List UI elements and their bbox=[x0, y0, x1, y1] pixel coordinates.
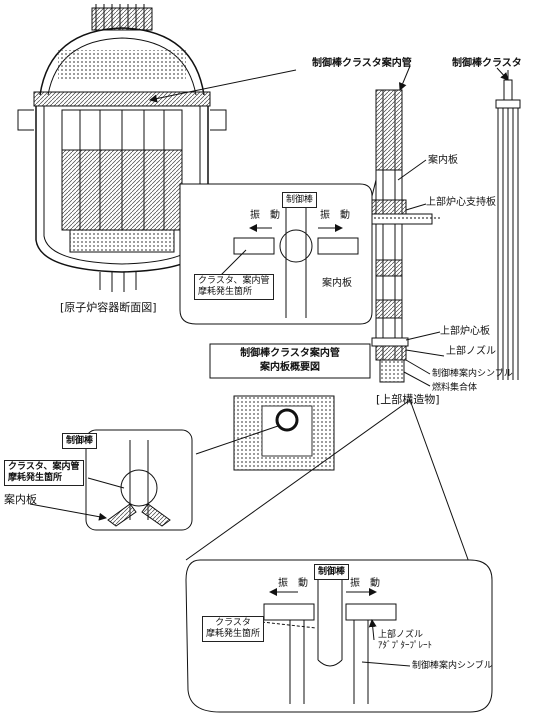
detail-mid-drawing bbox=[107, 440, 171, 527]
guide-tube-leader bbox=[149, 69, 297, 103]
detail-bubble-mid bbox=[85, 429, 193, 531]
label-outline-title: 制御棒クラスタ案内管 案内板概要図 bbox=[240, 348, 340, 373]
label-wear-bottom: クラスタ 摩耗発生箇所 bbox=[202, 616, 265, 642]
label-upper-internals: [上部構造物] bbox=[376, 393, 440, 406]
label-vibration-bottom-right: 振 動 bbox=[350, 578, 380, 589]
label-wear-mid: クラスタ、案内管 摩耗発生箇所 bbox=[4, 460, 84, 486]
label-upper-support-plate: 上部炉心支持板 bbox=[426, 197, 496, 208]
rcca-drawing bbox=[495, 70, 521, 380]
label-vibration-bottom-left: 振 動 bbox=[278, 578, 308, 589]
guide-plate-view bbox=[233, 395, 335, 471]
label-upper-core-plate: 上部炉心板 bbox=[440, 326, 490, 337]
detail-top-drawing bbox=[233, 206, 359, 318]
label-upper-nozzle-bottom: 上部ノズル ｱﾀﾞﾌﾟﾀｰﾌﾟﾚｰﾄ bbox=[378, 630, 433, 651]
label-thimble: 制御棒案内シンブル bbox=[432, 369, 513, 379]
label-rcca: 制御棒クラスタ bbox=[452, 58, 522, 69]
outline-title-box bbox=[209, 343, 371, 379]
reactor-vessel-drawing bbox=[17, 4, 227, 292]
detail-bottom-drawing bbox=[263, 574, 397, 704]
label-upper-nozzle: 上部ノズル bbox=[446, 346, 496, 357]
upper-internals-drawing bbox=[367, 89, 440, 383]
crdm-nozzles bbox=[91, 4, 153, 31]
label-guide-tube: 制御棒クラスタ案内管 bbox=[312, 58, 412, 69]
detail-bubble-bottom bbox=[185, 559, 493, 713]
label-vibration-right: 振 動 bbox=[320, 210, 350, 221]
upper-internals-leader bbox=[399, 65, 411, 91]
label-guide-plate: 案内板 bbox=[428, 155, 458, 166]
label-vessel-section: [原子炉容器断面図] bbox=[60, 301, 157, 314]
label-fuel-assembly: 燃料集合体 bbox=[432, 383, 478, 393]
label-rod-bottom: 制御棒 bbox=[314, 564, 350, 580]
label-guide-plate-mid: 案内板 bbox=[4, 493, 37, 506]
label-rod-top: 制御棒 bbox=[282, 192, 318, 208]
label-vibration-left: 振 動 bbox=[250, 210, 280, 221]
label-guide-plate-detail: 案内板 bbox=[322, 278, 352, 289]
label-rod-mid: 制御棒 bbox=[62, 433, 98, 449]
label-thimble-bottom: 制御棒案内シンブル bbox=[412, 661, 493, 671]
label-wear-top: クラスタ、案内管 摩耗発生箇所 bbox=[194, 274, 274, 300]
rcca-leader bbox=[496, 67, 509, 81]
